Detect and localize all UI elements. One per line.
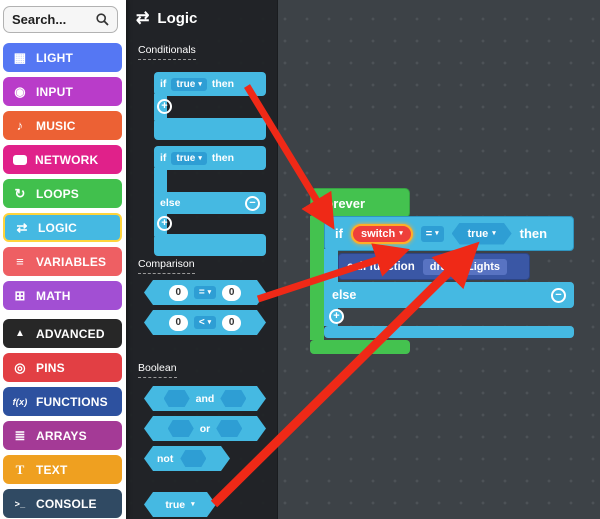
if-then-else-block-template[interactable]: if true ▾ then else − +	[154, 146, 266, 256]
number-input[interactable]: 0	[168, 284, 188, 301]
triangle-icon: ▲	[14, 328, 26, 339]
boolean-socket	[216, 420, 243, 437]
or-block[interactable]: or	[144, 416, 266, 441]
sidebar-item-functions[interactable]: f(x) FUNCTIONS	[3, 387, 122, 416]
sidebar-item-text[interactable]: T TEXT	[3, 455, 122, 484]
sidebar-item-advanced[interactable]: ▲ ADVANCED	[3, 319, 122, 348]
number-input[interactable]: 0	[168, 314, 188, 331]
sidebar-item-arrays[interactable]: ≣ ARRAYS	[3, 421, 122, 450]
caret-down-icon: ▾	[191, 501, 195, 508]
logic-flyout: ⇄ Logic Conditionals if true ▾ then + if…	[126, 0, 278, 519]
if-label: if	[160, 78, 167, 90]
function-fx-icon: f(x)	[12, 396, 28, 407]
operator-dropdown[interactable]: = ▾	[420, 225, 444, 242]
sidebar-item-light[interactable]: ▦ LIGHT	[3, 43, 122, 72]
number-input[interactable]: 0	[222, 314, 242, 331]
remove-else-icon[interactable]: −	[245, 195, 260, 211]
less-than-comparison-block[interactable]: 0 < ▾ 0	[144, 310, 266, 335]
else-label: else	[160, 197, 181, 209]
or-label: or	[199, 422, 211, 435]
add-condition-icon[interactable]: +	[329, 309, 344, 324]
button-icon: ◉	[14, 83, 26, 99]
boolean-socket	[180, 450, 207, 467]
sidebar-item-pins[interactable]: ◎ PINS	[3, 353, 122, 382]
search-placeholder: Search...	[12, 12, 67, 27]
terminal-icon: >_	[14, 498, 26, 509]
add-condition-icon[interactable]: +	[157, 216, 172, 231]
operator-dropdown[interactable]: < ▾	[193, 316, 217, 329]
calculator-icon: ⊞	[14, 287, 26, 303]
letter-t-icon: T	[15, 461, 25, 477]
and-block[interactable]: and	[144, 386, 266, 411]
else-section[interactable]: else −	[324, 282, 574, 308]
search-input[interactable]: Search...	[3, 6, 118, 33]
flyout-title: Logic	[157, 9, 198, 27]
sidebar-item-logic[interactable]: ⇄ LOGIC	[3, 213, 122, 242]
flyout-header: ⇄ Logic	[136, 8, 197, 28]
forever-block[interactable]: forever	[310, 188, 410, 218]
shuffle-icon: ⇄	[136, 10, 150, 27]
caret-down-icon: ▾	[198, 80, 202, 88]
boolean-socket	[167, 420, 194, 437]
sidebar-item-music[interactable]: ♪ MUSIC	[3, 111, 122, 140]
true-value-dropdown[interactable]: true ▾	[451, 222, 512, 245]
sidebar-item-loops[interactable]: ↻ LOOPS	[3, 179, 122, 208]
call-function-block[interactable]: call function dragonLights	[338, 253, 530, 280]
sidebar-item-network[interactable]: NETWORK	[3, 145, 122, 174]
then-label: then	[211, 78, 235, 90]
boolean-socket	[163, 390, 190, 407]
operator-dropdown[interactable]: = ▾	[193, 286, 217, 299]
function-name[interactable]: dragonLights	[422, 258, 508, 275]
category-sidebar: Search... ▦ LIGHT ◉ INPUT ♪ MUSIC NETWOR…	[0, 0, 126, 519]
number-input[interactable]: 0	[222, 284, 242, 301]
equals-comparison-block[interactable]: 0 = ▾ 0	[144, 280, 266, 305]
if-block-bottom	[324, 326, 574, 338]
add-condition-icon[interactable]: +	[157, 99, 172, 114]
loop-arrow-icon: ↻	[14, 185, 26, 201]
and-label: and	[195, 392, 215, 405]
if-label: if	[335, 226, 343, 241]
music-note-icon: ♪	[16, 118, 24, 133]
led-grid-icon: ▦	[13, 49, 27, 65]
call-function-label: call function	[347, 260, 415, 273]
search-icon	[96, 13, 109, 26]
sidebar-item-input[interactable]: ◉ INPUT	[3, 77, 122, 106]
lines-icon: ≡	[16, 254, 24, 269]
true-value-dropdown[interactable]: true ▾	[171, 151, 207, 165]
caret-down-icon: ▾	[492, 230, 496, 237]
true-value-dropdown[interactable]: true ▾	[171, 77, 207, 91]
section-label-comparison: Comparison	[138, 258, 195, 274]
switch-variable-dropdown[interactable]: switch ▾	[350, 223, 413, 244]
caret-down-icon: ▾	[207, 319, 212, 326]
not-label: not	[157, 452, 174, 465]
section-label-conditionals: Conditionals	[138, 44, 196, 60]
sidebar-item-console[interactable]: >_ CONSOLE	[3, 489, 122, 518]
forever-block-bottom	[310, 340, 410, 354]
sidebar-item-variables[interactable]: ≡ VARIABLES	[3, 247, 122, 276]
forever-block-spine	[310, 216, 324, 340]
shuffle-icon: ⇄	[16, 219, 28, 235]
section-label-boolean: Boolean	[138, 362, 177, 378]
then-label: then	[211, 152, 235, 164]
chat-bubble-icon	[13, 154, 27, 165]
caret-down-icon: ▾	[435, 230, 439, 237]
else-label: else	[332, 288, 357, 302]
true-block[interactable]: true ▾	[144, 492, 216, 517]
caret-down-icon: ▾	[207, 289, 212, 296]
forever-label: forever	[321, 195, 366, 211]
list-icon: ≣	[14, 427, 26, 443]
if-then-block-template[interactable]: if true ▾ then +	[154, 72, 266, 140]
pin-target-icon: ◎	[14, 359, 26, 375]
caret-down-icon: ▾	[198, 154, 202, 162]
caret-down-icon: ▾	[399, 230, 403, 237]
then-label: then	[519, 226, 548, 241]
if-block[interactable]: if switch ▾ = ▾ true ▾ then	[324, 216, 574, 251]
sidebar-item-math[interactable]: ⊞ MATH	[3, 281, 122, 310]
if-label: if	[160, 152, 167, 164]
boolean-socket	[220, 390, 247, 407]
not-block[interactable]: not	[144, 446, 230, 471]
remove-else-icon[interactable]: −	[551, 287, 566, 303]
